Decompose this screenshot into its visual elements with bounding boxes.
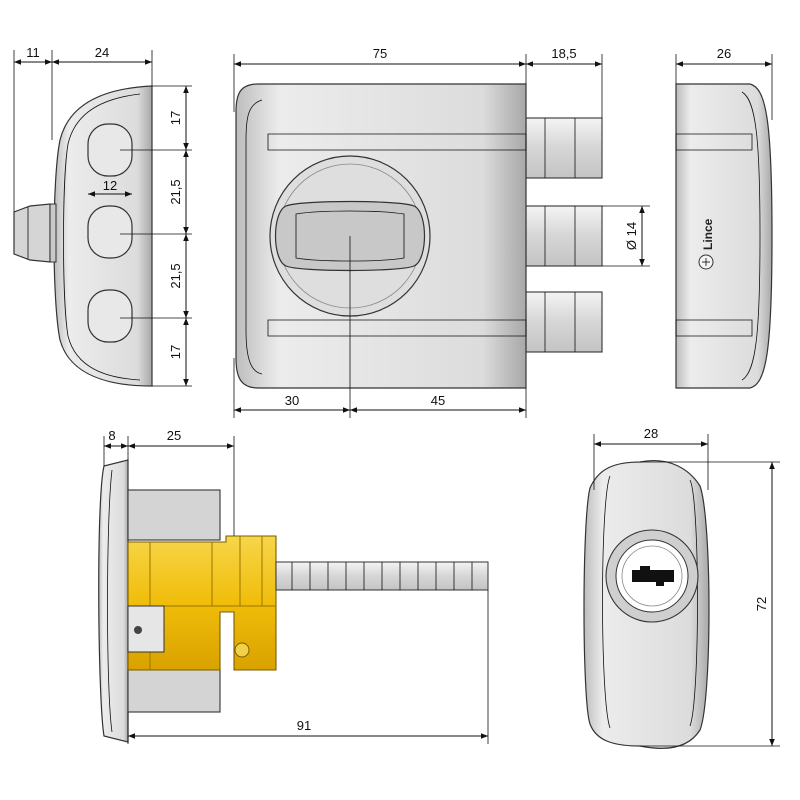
front-view: 75 18,5 30 45 Ø 14 (233, 46, 650, 418)
dim-spindle-length: 91 (297, 718, 311, 733)
dim-hole-width: 12 (103, 178, 117, 193)
dim-bolt-projection: 18,5 (551, 46, 576, 61)
right-side-view: Lince 26 (675, 46, 773, 389)
dim-body-width: 75 (373, 46, 387, 61)
dim-rosette-height: 72 (754, 597, 769, 611)
brand-name: Lince (701, 218, 715, 250)
dim-hole-top: 17 (168, 111, 183, 125)
dim-body-depth: 25 (167, 428, 181, 443)
rosette-view: 28 72 (583, 426, 780, 749)
cross-section-view: 8 25 91 (98, 428, 489, 744)
dim-knob-right: 45 (431, 393, 445, 408)
brand-logo: Lince (698, 218, 715, 270)
dim-depth: 26 (717, 46, 731, 61)
dim-bolt-diameter: Ø 14 (624, 222, 639, 250)
dim-hole-mid1: 21,5 (168, 179, 183, 204)
dim-plate-thickness: 8 (108, 428, 115, 443)
deadbolts (525, 117, 603, 353)
dim-knob-left: 30 (285, 393, 299, 408)
dim-side-offset: 11 (26, 45, 40, 60)
dim-hole-mid2: 21,5 (168, 263, 183, 288)
dim-side-width: 24 (95, 45, 109, 60)
dim-hole-bottom: 17 (168, 345, 183, 359)
keyhole (632, 566, 674, 586)
side-profile-view: 17 21,5 21,5 17 12 11 24 (13, 45, 192, 387)
mounting-holes (87, 123, 133, 343)
dim-rosette-width: 28 (644, 426, 658, 441)
spindle (275, 561, 489, 591)
